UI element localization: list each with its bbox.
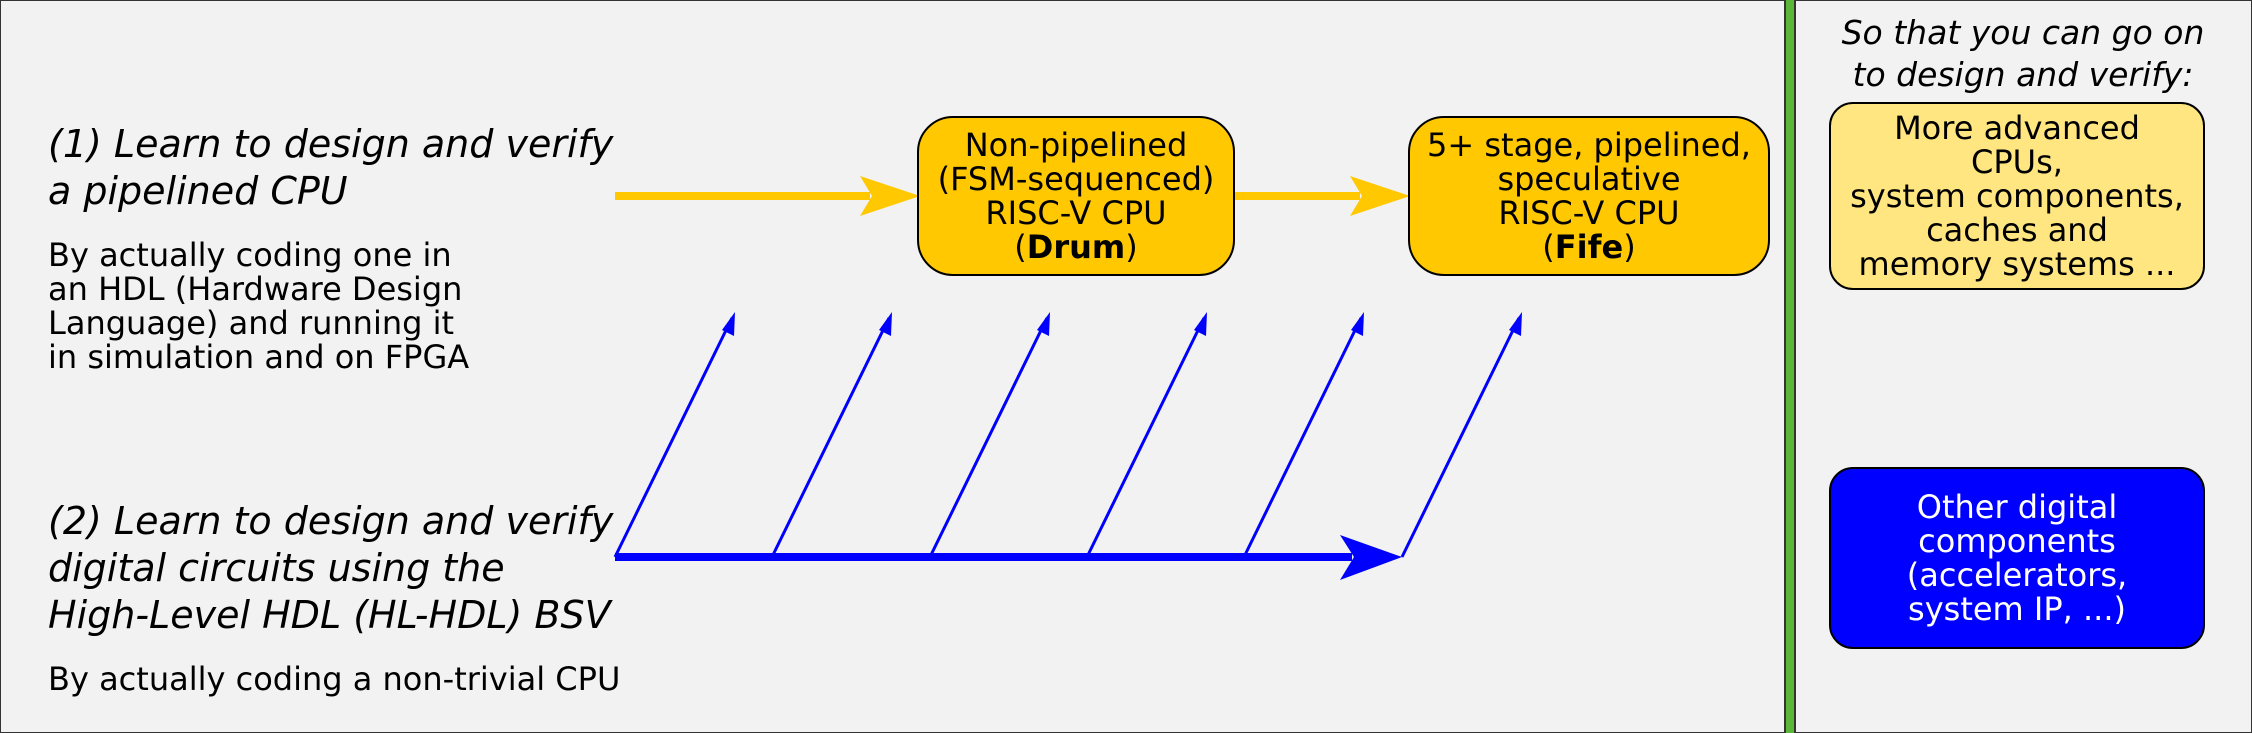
drum-line1: Non-pipelined (964, 126, 1188, 164)
drum-paren-open: ( (1014, 228, 1027, 266)
goal2-heading-line1: (2) Learn to design and verify (48, 499, 614, 543)
other-line: (accelerators, (1906, 556, 2128, 594)
other-line: Other digital (1916, 488, 2118, 526)
fife-paren-close: ) (1623, 228, 1636, 266)
fife-line1: 5+ stage, pipelined, (1427, 126, 1751, 164)
goal1-desc-line: By actually coding one in (48, 236, 452, 274)
blue-baseline-arrow (615, 535, 1402, 580)
goal1-description: By actually coding one in an HDL (Hardwa… (48, 238, 469, 374)
goal2-description: By actually coding a non-trivial CPU (48, 660, 621, 698)
right-header-line2: to design and verify: (1852, 55, 2194, 94)
drum-name: Drum (1026, 228, 1126, 266)
other-components-box: Other digital components (accelerators, … (1829, 467, 2205, 649)
drum-line2: (FSM-sequenced) (937, 160, 1215, 198)
blue-diagonal-arrow-2 (770, 312, 892, 558)
advanced-line: system components, (1850, 177, 2184, 215)
fife-name-line: (Fife) (1427, 230, 1751, 264)
fife-cpu-box: 5+ stage, pipelined, speculative RISC-V … (1408, 116, 1770, 276)
goal2-heading: (2) Learn to design and verify digital c… (48, 498, 613, 639)
drum-line3: RISC-V CPU (985, 194, 1167, 232)
goal2-heading-line2: digital circuits using the (48, 546, 505, 590)
other-line: system IP, ...) (1908, 590, 2126, 628)
advanced-line: CPUs, (1971, 143, 2063, 181)
goal1-desc-line: in simulation and on FPGA (48, 338, 470, 376)
blue-diagonal-arrow-3 (928, 312, 1050, 558)
fife-name: Fife (1554, 228, 1624, 266)
blue-diagonal-arrow-6 (1400, 312, 1522, 558)
advanced-line: memory systems ... (1858, 245, 2176, 283)
blue-diagonal-arrow-4 (1085, 312, 1207, 558)
blue-diagonal-arrows (613, 312, 1522, 558)
drum-cpu-box: Non-pipelined (FSM-sequenced) RISC-V CPU… (917, 116, 1235, 276)
gold-arrow-drum-to-fife (1234, 176, 1410, 216)
advanced-line: caches and (1926, 211, 2108, 249)
right-panel-header: So that you can go on to design and veri… (1798, 12, 2248, 96)
drum-name-line: (Drum) (938, 230, 1215, 264)
goal2-heading-line3: High-Level HDL (HL-HDL) BSV (48, 593, 611, 637)
fife-line2: speculative (1497, 160, 1681, 198)
right-header-line1: So that you can go on (1841, 13, 2205, 52)
goal1-desc-line: an HDL (Hardware Design (48, 270, 463, 308)
blue-diagonal-arrow-5 (1242, 312, 1364, 558)
blue-diagonal-arrow-1 (613, 312, 735, 558)
drum-paren-close: ) (1125, 228, 1138, 266)
fife-paren-open: ( (1542, 228, 1555, 266)
goal1-desc-line: Language) and running it (48, 304, 455, 342)
advanced-cpus-box: More advanced CPUs, system components, c… (1829, 102, 2205, 290)
goal1-heading-line1: (1) Learn to design and verify (48, 122, 614, 166)
vertical-divider (1784, 0, 1796, 733)
goal1-heading: (1) Learn to design and verify a pipelin… (48, 121, 613, 215)
goal1-heading-line2: a pipelined CPU (48, 169, 348, 213)
gold-arrow-to-drum (615, 176, 920, 216)
fife-line3: RISC-V CPU (1498, 194, 1680, 232)
advanced-line: More advanced (1894, 109, 2140, 147)
other-line: components (1918, 522, 2116, 560)
